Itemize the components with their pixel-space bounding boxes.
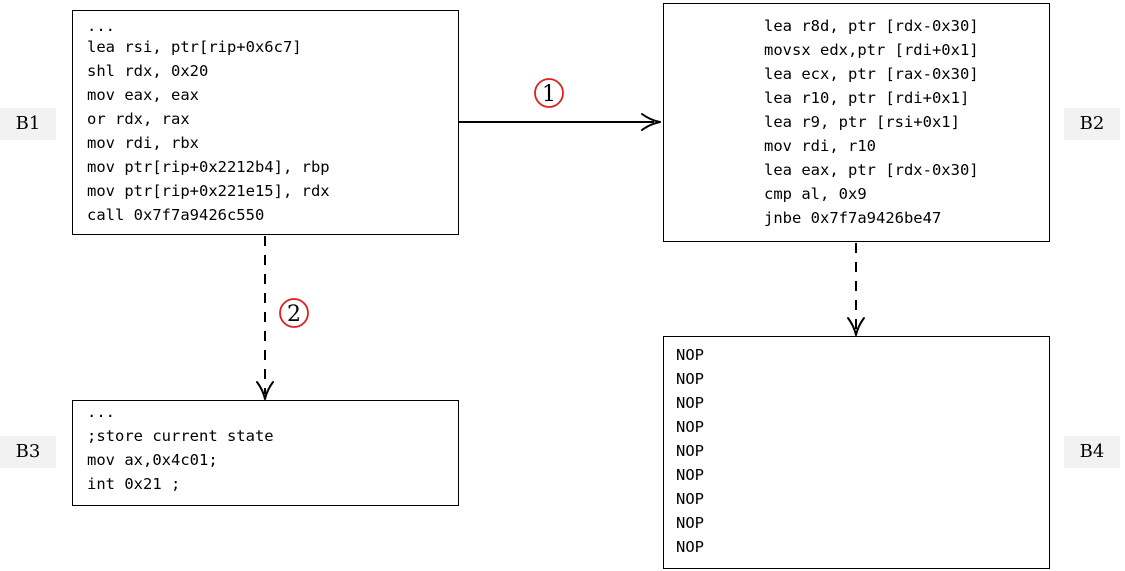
code-line: int 0x21 ;: [87, 475, 181, 493]
block-label-b3: B3: [0, 436, 56, 468]
marker-circle: [279, 298, 309, 328]
code-line: mov eax, eax: [87, 86, 199, 104]
code-line: ...: [87, 17, 115, 35]
code-line: NOP: [676, 538, 704, 556]
code-line: lea r8d, ptr [rdx-0x30]: [764, 17, 979, 35]
arrowhead-icon: [256, 381, 274, 400]
code-line: lea eax, ptr [rdx-0x30]: [764, 161, 979, 179]
code-line: NOP: [676, 370, 704, 388]
code-line: or rdx, rax: [87, 110, 190, 128]
marker-label: 2: [287, 302, 301, 327]
code-line: lea ecx, ptr [rax-0x30]: [764, 65, 979, 83]
code-line: mov rdi, rbx: [87, 134, 199, 152]
code-line: lea rsi, ptr[rip+0x6c7]: [87, 38, 302, 56]
block-label-b1: B1: [0, 108, 56, 140]
code-line: mov ptr[rip+0x2212b4], rbp: [87, 158, 330, 176]
code-line: movsx edx,ptr [rdi+0x1]: [764, 41, 979, 59]
code-line: NOP: [676, 514, 704, 532]
code-line: NOP: [676, 442, 704, 460]
edge-marker-1: 1: [534, 78, 564, 108]
code-line: NOP: [676, 490, 704, 508]
arrowhead-icon: [641, 113, 661, 131]
edge-b1-b2: [459, 113, 661, 131]
code-block-b2: lea r8d, ptr [rdx-0x30] movsx edx,ptr [r…: [663, 3, 1050, 242]
code-line: NOP: [676, 418, 704, 436]
marker-circle: [534, 78, 564, 108]
code-line: ;store current state: [87, 427, 274, 445]
marker-label: 1: [542, 82, 556, 107]
code-line: lea r10, ptr [rdi+0x1]: [764, 89, 970, 107]
code-line: NOP: [676, 346, 704, 364]
block-label-b2: B2: [1064, 108, 1120, 140]
code-line: NOP: [676, 466, 704, 484]
code-line: lea r9, ptr [rsi+0x1]: [764, 113, 960, 131]
code-line: shl rdx, 0x20: [87, 62, 209, 80]
code-line: NOP: [676, 394, 704, 412]
code-block-b3: ... ;store current state mov ax,0x4c01; …: [72, 400, 459, 506]
code-line: mov rdi, r10: [764, 137, 876, 155]
arrowhead-icon: [847, 317, 865, 336]
edge-b1-b3: [256, 236, 274, 400]
block-label-b4: B4: [1064, 436, 1120, 468]
edge-marker-2: 2: [279, 298, 309, 328]
code-line: mov ax,0x4c01;: [87, 451, 218, 469]
code-line: mov ptr[rip+0x221e15], rdx: [87, 182, 330, 200]
edge-b2-b4: [847, 243, 865, 336]
code-block-b1: ... lea rsi, ptr[rip+0x6c7] shl rdx, 0x2…: [72, 10, 459, 235]
code-line: ...: [87, 403, 115, 421]
code-line: cmp al, 0x9: [764, 185, 867, 203]
code-line: call 0x7f7a9426c550: [87, 206, 265, 224]
code-line: jnbe 0x7f7a9426be47: [764, 209, 942, 227]
code-block-b4: NOP NOP NOP NOP NOP NOP NOP NOP NOP: [663, 336, 1050, 569]
